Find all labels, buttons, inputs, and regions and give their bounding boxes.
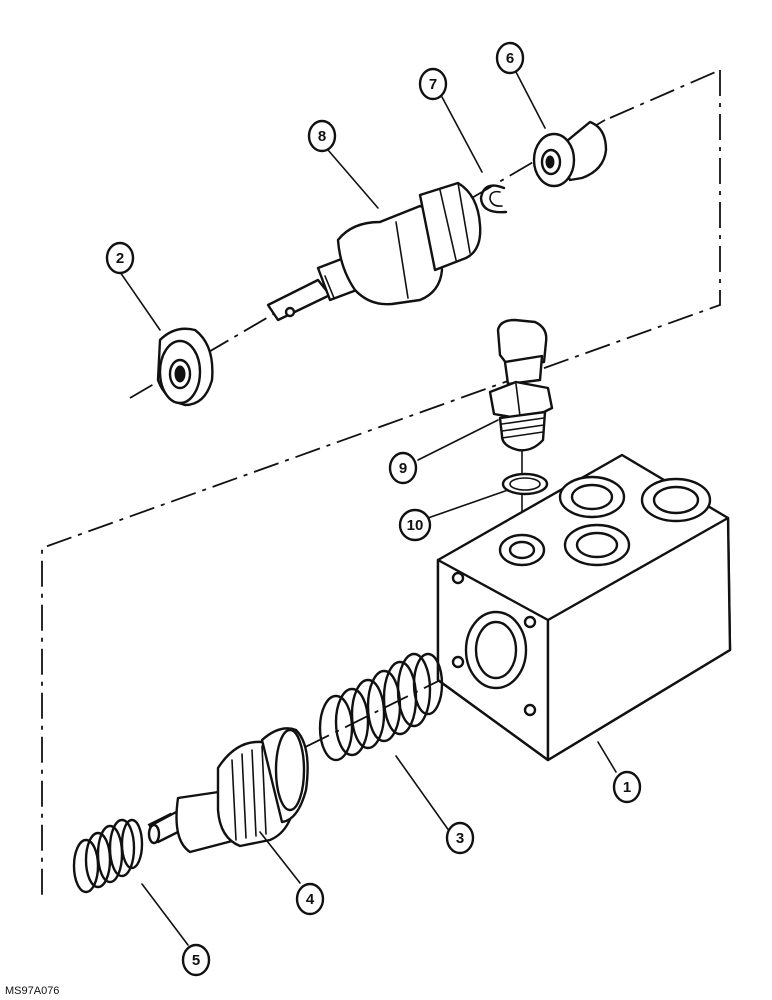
callout-label-1: 1	[623, 779, 631, 796]
callout-3: 3	[445, 821, 475, 855]
callout-9: 9	[388, 451, 418, 485]
callout-2: 2	[105, 241, 135, 275]
callout-label-10: 10	[407, 517, 424, 534]
callout-leaders	[119, 71, 617, 946]
o-ring	[501, 472, 549, 496]
adjuster-plug	[266, 181, 482, 322]
assembly-boundary-line	[41, 70, 721, 900]
valve-body	[436, 453, 732, 762]
callout-6: 6	[495, 41, 525, 75]
upper-axis-line-end	[609, 69, 721, 119]
callout-7: 7	[418, 67, 448, 101]
retaining-ring	[479, 184, 508, 214]
piston	[147, 727, 309, 854]
washer	[156, 327, 214, 407]
pressure-switch	[488, 318, 554, 452]
drawing-code: MS97A076	[5, 985, 59, 997]
large-spring	[318, 652, 444, 762]
callout-8: 8	[307, 119, 337, 153]
callout-label-2: 2	[116, 250, 124, 267]
callout-10: 10	[398, 508, 432, 542]
callout-label-4: 4	[306, 891, 315, 908]
bushing	[532, 120, 608, 188]
small-spring	[72, 818, 144, 894]
callout-label-7: 7	[429, 76, 437, 93]
callout-label-9: 9	[399, 460, 407, 477]
callout-label-6: 6	[506, 50, 514, 67]
callout-label-5: 5	[192, 952, 200, 969]
callout-4: 4	[295, 882, 325, 916]
callout-5: 5	[181, 943, 211, 977]
callout-label-3: 3	[456, 830, 464, 847]
callout-label-8: 8	[318, 128, 326, 145]
callout-1: 1	[612, 770, 642, 804]
